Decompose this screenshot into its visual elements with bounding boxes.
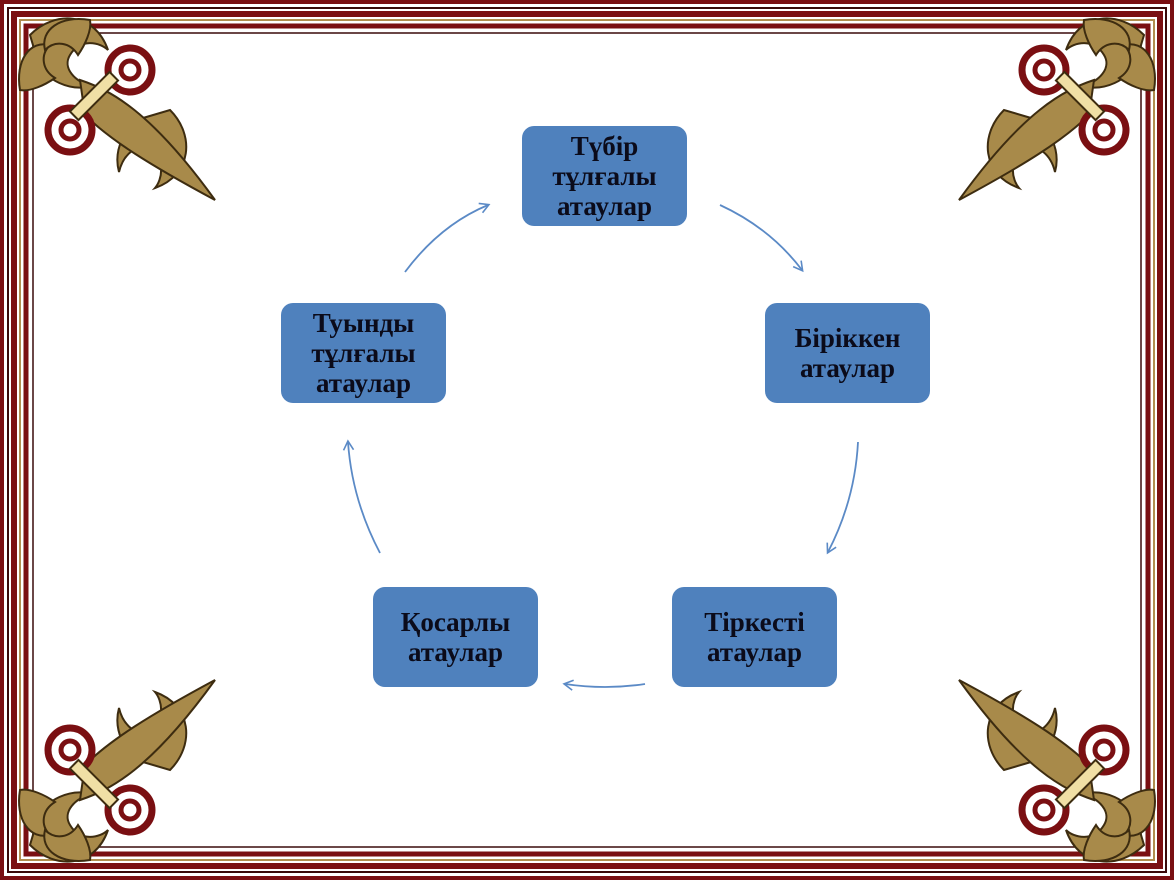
node-paired-names-label: Қосарлы атаулар bbox=[400, 607, 511, 667]
arrow-derived-to-root bbox=[404, 202, 491, 273]
arrow-paired-to-derived bbox=[342, 439, 381, 554]
arrow-compound-to-phrasal bbox=[826, 441, 859, 555]
arrow-root-to-compound bbox=[719, 204, 804, 273]
node-root-names: Түбір тұлғалы атаулар bbox=[522, 126, 687, 226]
node-derived-names-label: Туынды тұлғалы атаулар bbox=[311, 308, 416, 398]
arrow-phrasal-to-paired bbox=[562, 679, 646, 691]
node-paired-names: Қосарлы атаулар bbox=[373, 587, 538, 687]
node-derived-names: Туынды тұлғалы атаулар bbox=[281, 303, 446, 403]
node-phrasal-names-label: Тіркесті атаулар bbox=[704, 607, 805, 667]
node-root-names-label: Түбір тұлғалы атаулар bbox=[552, 131, 657, 221]
node-phrasal-names: Тіркесті атаулар bbox=[672, 587, 837, 687]
node-compound-names: Біріккен атаулар bbox=[765, 303, 930, 403]
node-compound-names-label: Біріккен атаулар bbox=[794, 323, 901, 383]
